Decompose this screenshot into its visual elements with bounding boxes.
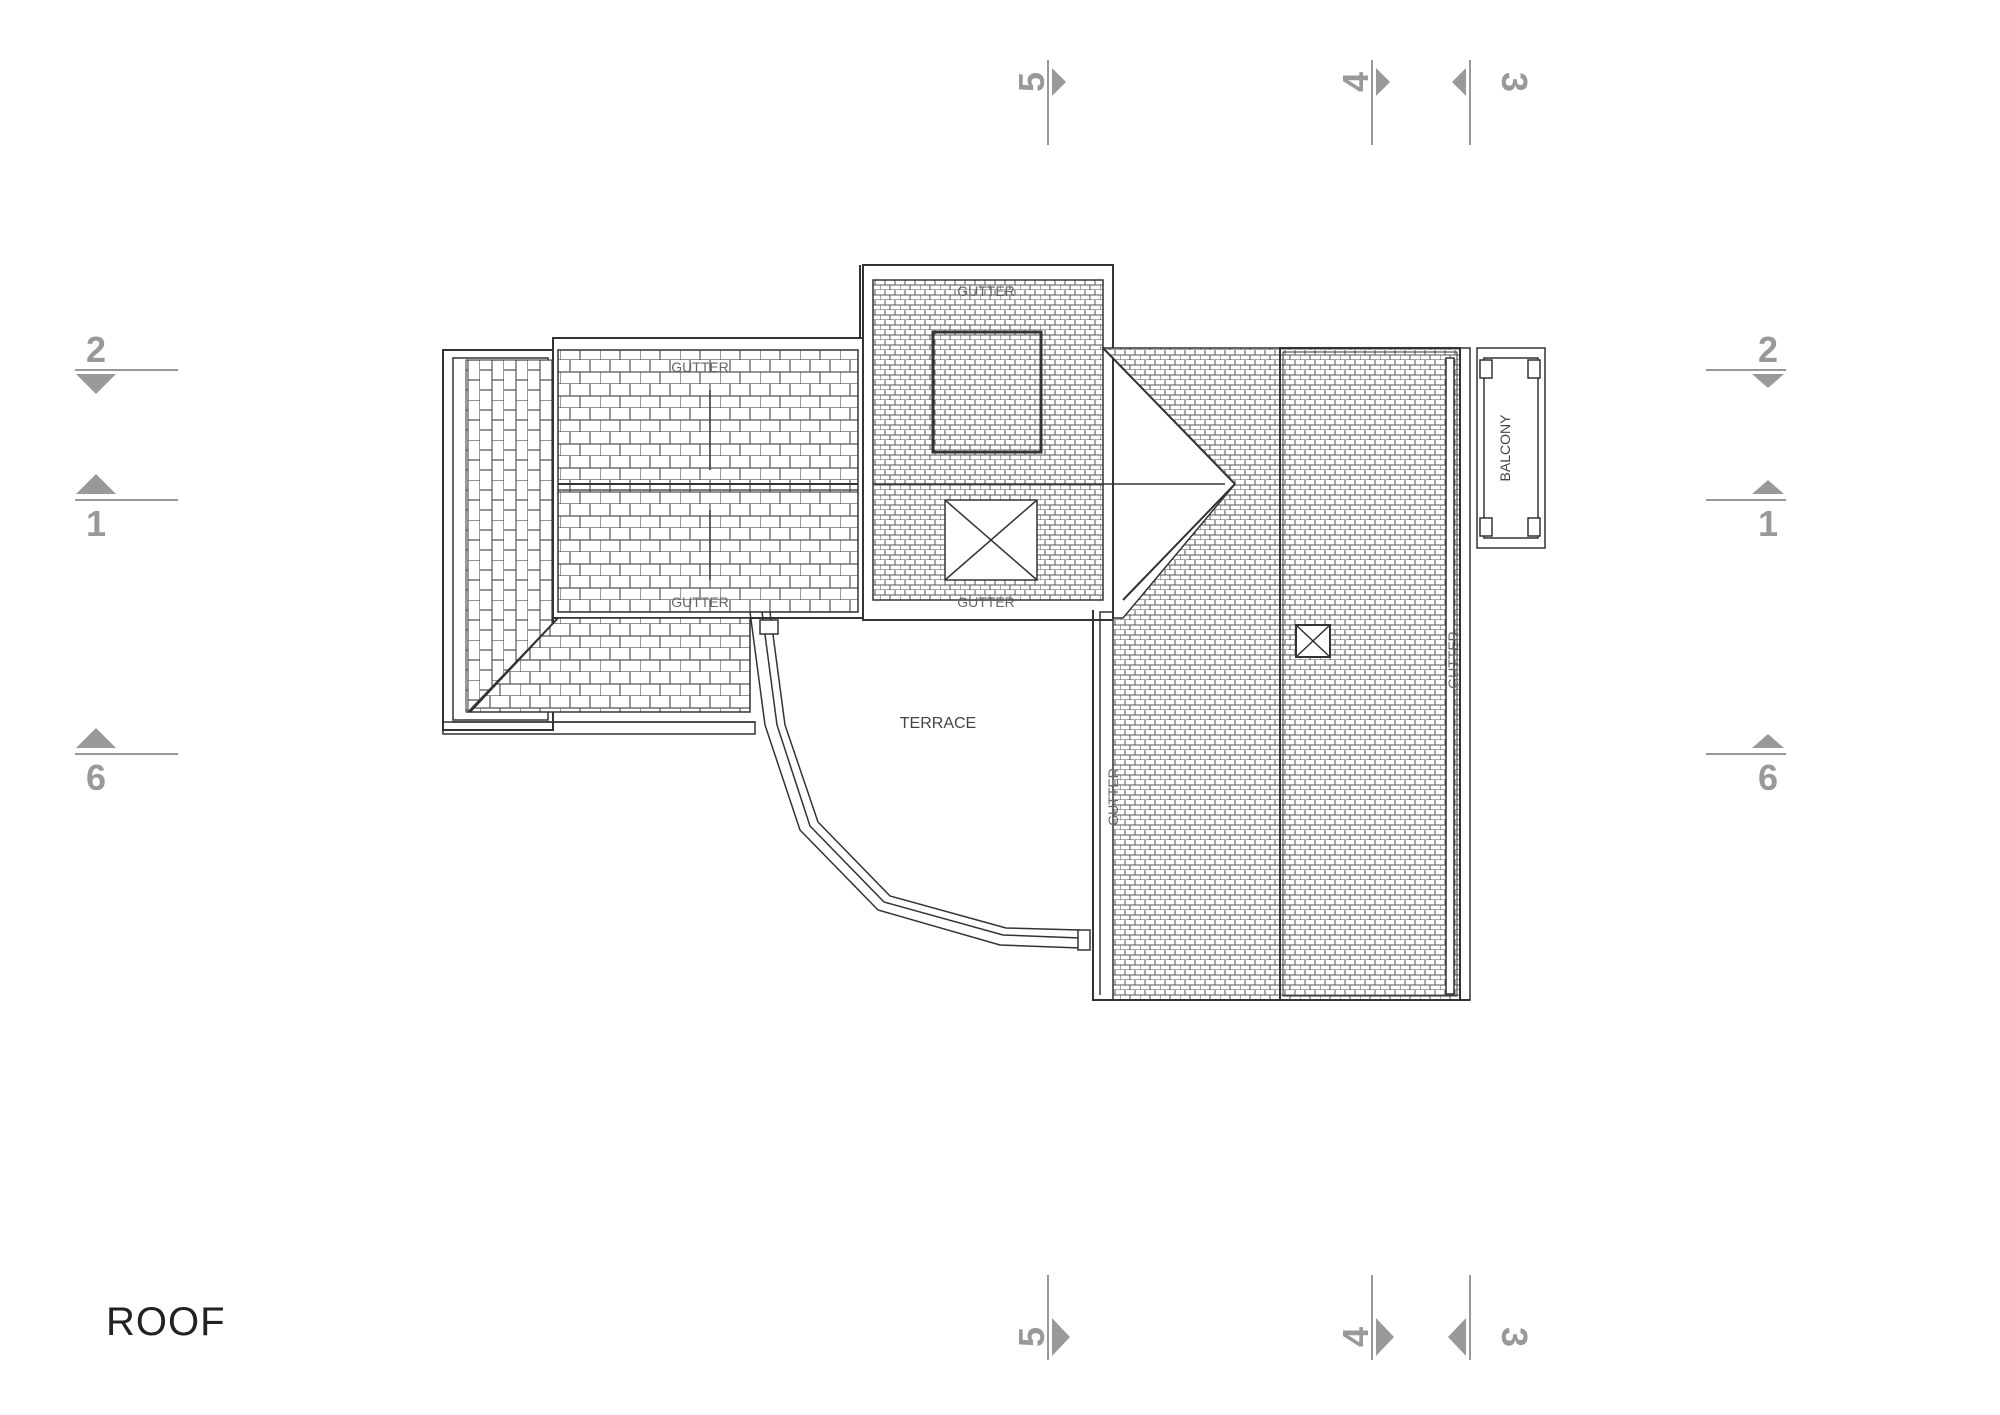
drawing-title: ROOF [106, 1300, 226, 1344]
roof-hip-section [1101, 347, 1281, 1001]
svg-text:1: 1 [86, 503, 106, 544]
gutter-label-east: GUTTER [1105, 768, 1121, 826]
gutter-label-right: GUTTER [1445, 631, 1461, 689]
section-marker-left-1: 1 [75, 474, 178, 544]
gutter-label-upper-left: GUTTER [671, 359, 729, 375]
section-marker-right-2: 2 [1706, 329, 1786, 388]
svg-text:3: 3 [1494, 72, 1535, 92]
roof-southwest-section [442, 617, 756, 735]
svg-text:5: 5 [1011, 72, 1052, 92]
section-marker-left-6: 6 [75, 728, 178, 798]
section-marker-right-1: 1 [1706, 480, 1786, 544]
svg-text:BALCONY: BALCONY [1497, 414, 1513, 482]
section-marker-left-2: 2 [75, 329, 178, 394]
svg-text:1: 1 [1758, 503, 1778, 544]
svg-text:6: 6 [86, 757, 106, 798]
svg-text:5: 5 [1011, 1327, 1052, 1347]
svg-text:GUTTER: GUTTER [671, 359, 729, 375]
roof-north-center-section [862, 264, 1225, 621]
terrace-railing [749, 611, 1091, 951]
svg-text:TERRACE: TERRACE [900, 715, 976, 732]
terrace-label: TERRACE [900, 715, 976, 732]
svg-text:2: 2 [86, 329, 106, 370]
svg-text:4: 4 [1335, 1327, 1376, 1347]
svg-text:GUTTER: GUTTER [957, 594, 1015, 610]
svg-text:GUTTER: GUTTER [957, 283, 1015, 299]
section-marker-top-4: 4 [1335, 60, 1390, 145]
balcony-label: BALCONY [1497, 414, 1513, 482]
svg-text:6: 6 [1758, 757, 1778, 798]
svg-text:GUTTER: GUTTER [1445, 631, 1461, 689]
section-marker-bottom-3: 3 [1448, 1275, 1535, 1360]
svg-text:GUTTER: GUTTER [671, 594, 729, 610]
balcony [1476, 347, 1546, 549]
roof-outline [859, 265, 1470, 1001]
section-marker-bottom-5: 5 [1011, 1275, 1070, 1360]
svg-text:2: 2 [1758, 329, 1778, 370]
section-marker-bottom-4: 4 [1335, 1275, 1394, 1360]
gutter-label-mid-center: GUTTER [957, 594, 1015, 610]
svg-text:4: 4 [1335, 72, 1376, 92]
roof-east-section [1279, 347, 1471, 1001]
section-marker-top-5: 5 [1011, 60, 1066, 145]
gutter-label-mid-left: GUTTER [671, 594, 729, 610]
svg-text:3: 3 [1494, 1327, 1535, 1347]
gutter-label-top-center: GUTTER [957, 283, 1015, 299]
svg-text:GUTTER: GUTTER [1105, 768, 1121, 826]
roof-northwest-section [552, 337, 864, 619]
section-marker-top-3: 3 [1452, 60, 1535, 145]
section-marker-right-6: 6 [1706, 734, 1786, 798]
